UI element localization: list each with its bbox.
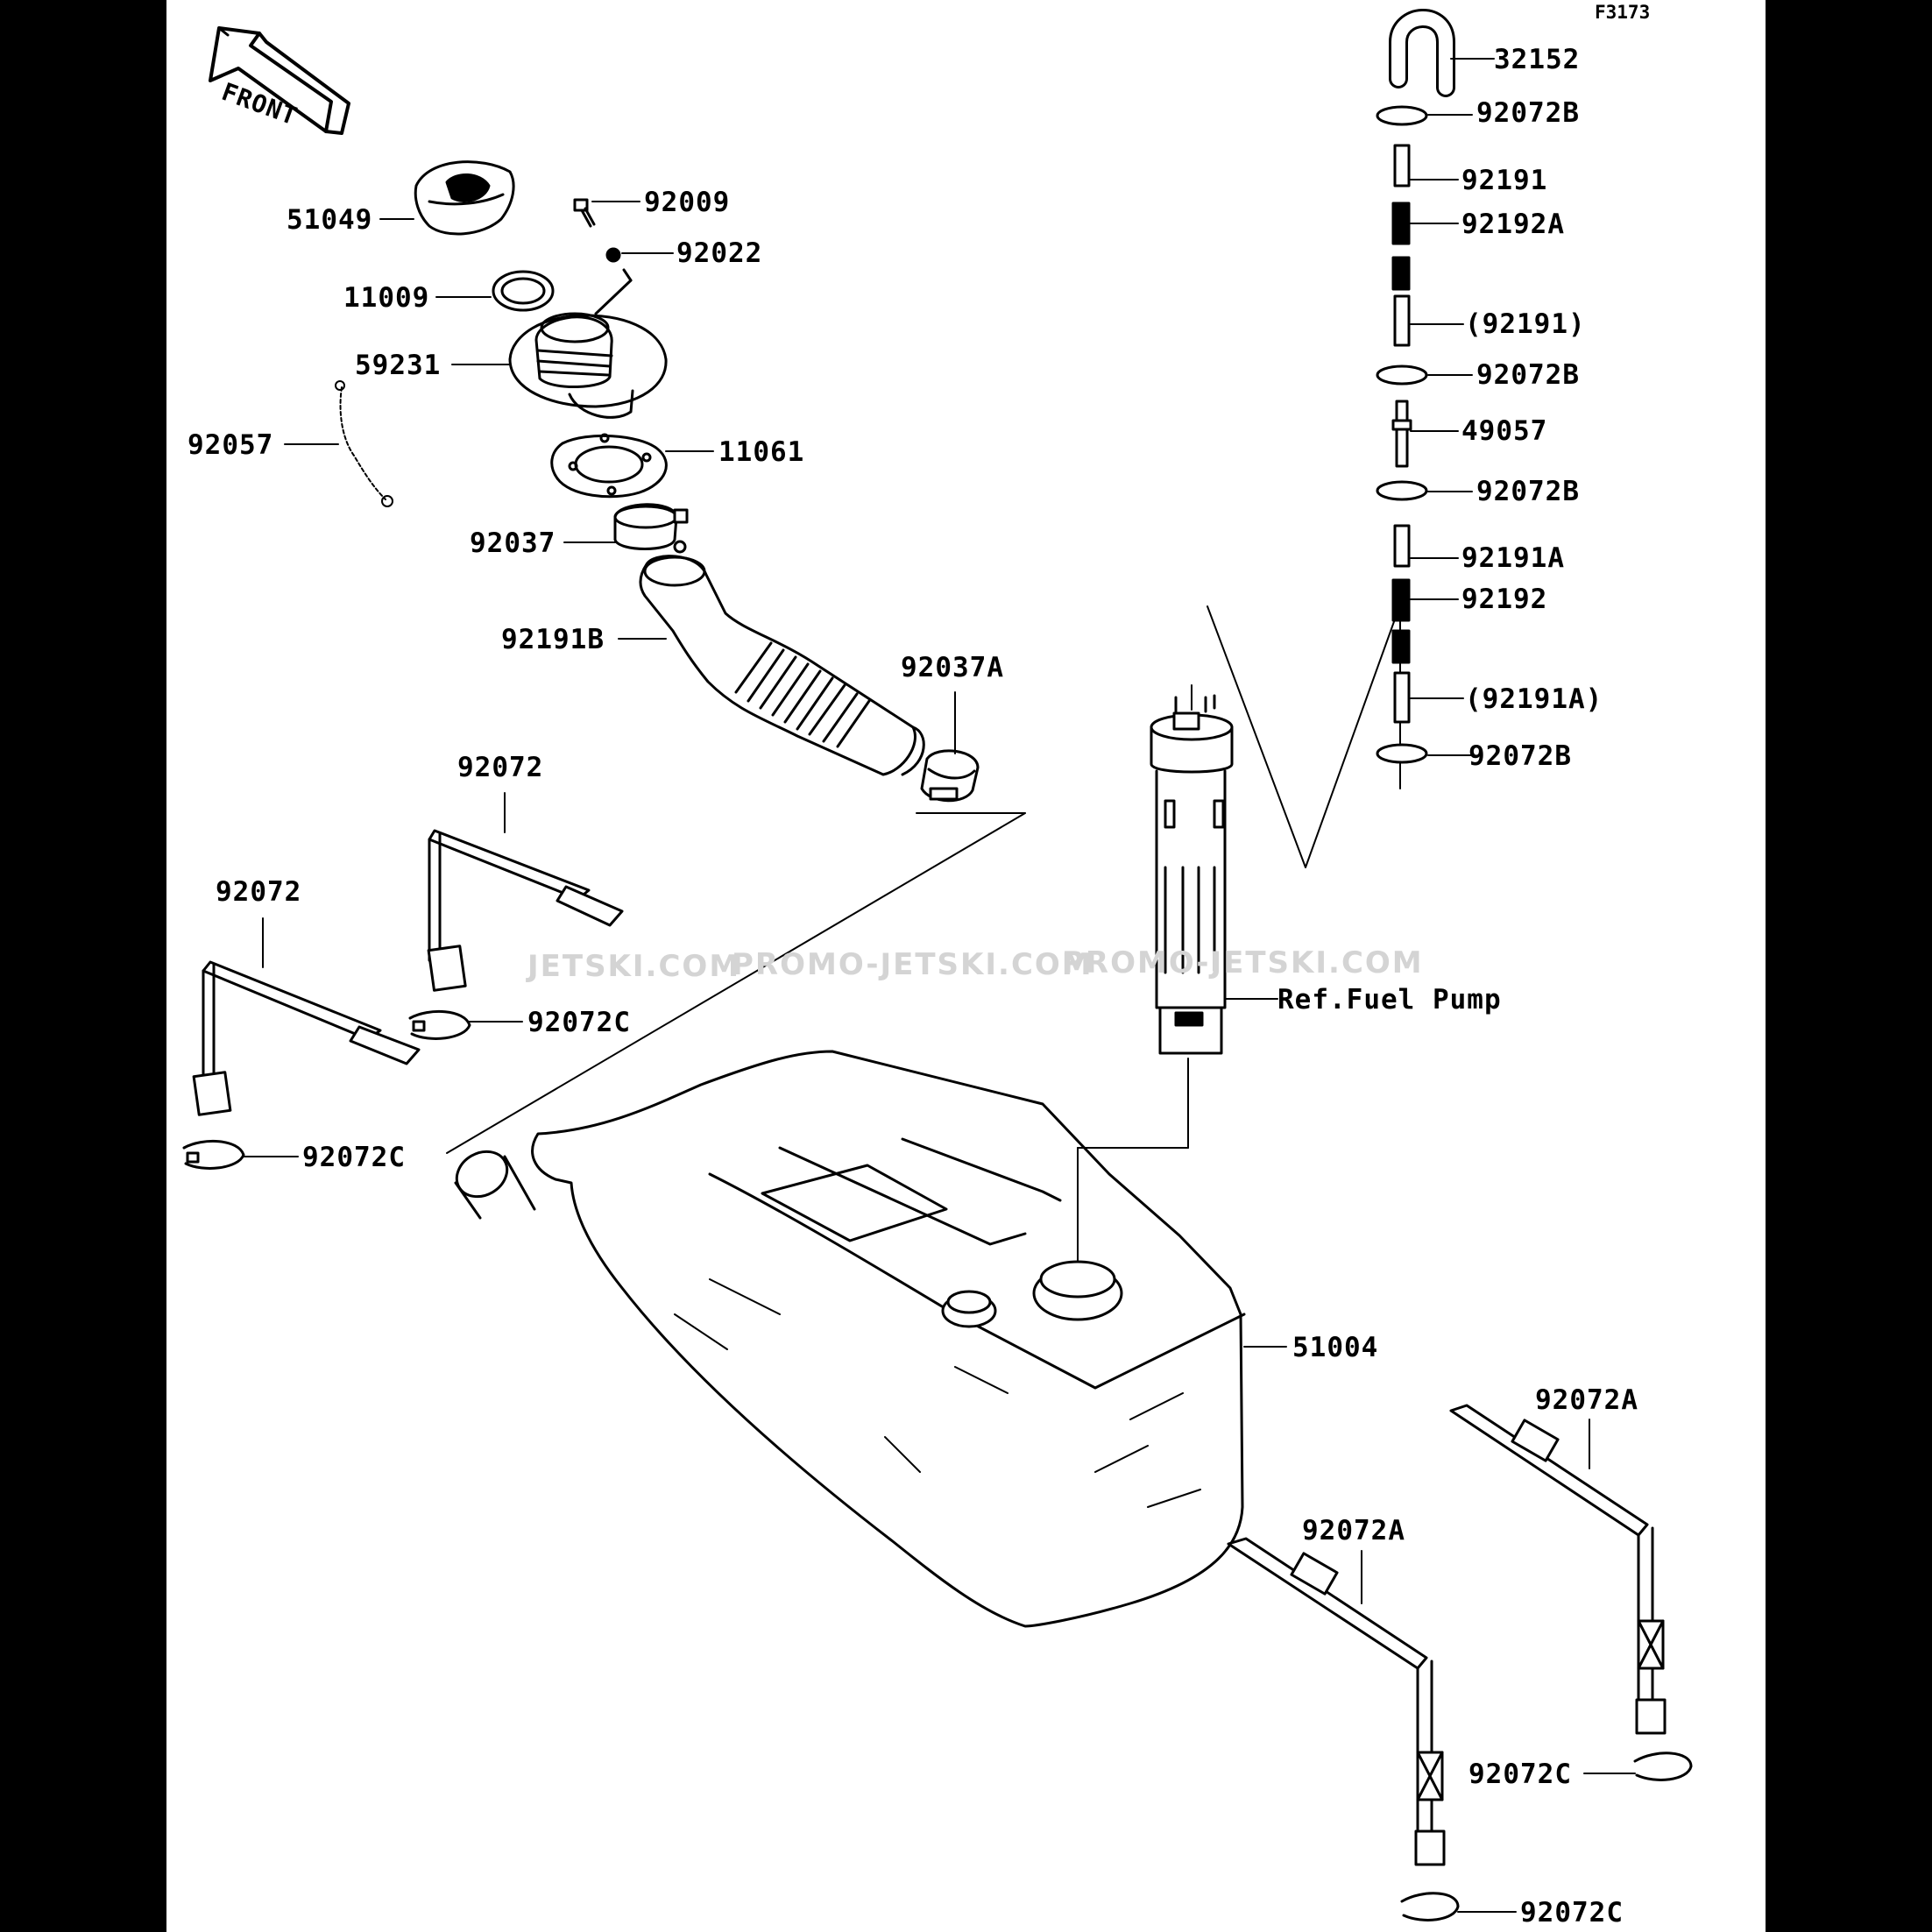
front-arrow-icon xyxy=(209,26,350,135)
watermark-2: PROMO-JETSKI.COM xyxy=(732,947,1093,982)
part-label-92009: 92009 xyxy=(644,187,731,218)
filler-neck-59231 xyxy=(508,268,668,419)
tube-stack xyxy=(1391,144,1412,724)
part-label-92192: 92192 xyxy=(1461,584,1548,615)
part-label-92072B: 92072B xyxy=(1476,476,1580,507)
part-label-32152: 32152 xyxy=(1494,44,1581,75)
leader-lines xyxy=(243,58,1636,1913)
watermark-3: PROMO-JETSKI.COM xyxy=(1062,945,1424,980)
part-label-92191A-ref: (92191A) xyxy=(1465,683,1603,715)
part-label-51004: 51004 xyxy=(1292,1332,1379,1363)
part-label-92072C: 92072C xyxy=(1468,1759,1572,1790)
part-label-51049: 51049 xyxy=(287,204,373,236)
part-label-92191A: 92191A xyxy=(1461,542,1565,574)
hose-clamp-92037 xyxy=(613,503,689,554)
part-label-92072-lower: 92072 xyxy=(216,876,302,908)
part-label-92037: 92037 xyxy=(470,527,556,559)
part-label-92072C: 92072C xyxy=(527,1007,631,1038)
screw-92009 xyxy=(573,198,596,228)
tether-cord-92057 xyxy=(335,380,393,507)
figure-id: F3173 xyxy=(1595,2,1651,23)
part-label-92191-ref: (92191) xyxy=(1465,308,1586,340)
part-label-92072B: 92072B xyxy=(1468,740,1572,772)
tank-band-92072-upper xyxy=(427,829,624,992)
part-label-92192A: 92192A xyxy=(1461,209,1565,240)
parts-diagram-sheet: F3173 FRONT JETSKI.COM PROMO-JETSKI.COM … xyxy=(166,0,1766,1932)
exploded-view-drawing xyxy=(182,9,1693,1921)
fuel-tank-51004 xyxy=(454,1050,1246,1628)
part-label-92191B: 92191B xyxy=(501,624,605,655)
fuel-pump-assembly xyxy=(1150,684,1234,1055)
clip-stack xyxy=(1376,105,1428,764)
gasket-ring-11009 xyxy=(492,270,555,312)
part-label-59231: 59231 xyxy=(355,350,442,381)
part-label-92072A-lower: 92072A xyxy=(1302,1515,1405,1546)
part-label-92072B: 92072B xyxy=(1476,97,1580,129)
washer-92022 xyxy=(605,247,621,263)
mounting-plate-11061 xyxy=(550,433,668,499)
part-label-92072-upper: 92072 xyxy=(457,752,544,783)
part-label-92057: 92057 xyxy=(188,429,274,461)
filler-cap-51049 xyxy=(414,160,515,236)
clip-92072C-d xyxy=(1400,1892,1460,1921)
tank-band-92072A-lower xyxy=(1227,1537,1446,1866)
part-label-92072C: 92072C xyxy=(302,1142,406,1173)
tank-band-92072A-upper xyxy=(1449,1404,1667,1735)
part-label-92022: 92022 xyxy=(676,237,763,269)
hose-bend-32152 xyxy=(1389,9,1455,97)
part-label-92072C: 92072C xyxy=(1520,1897,1624,1928)
filler-hose-92191B xyxy=(639,555,925,776)
clip-92072C-c xyxy=(1633,1752,1693,1781)
part-label-92037A: 92037A xyxy=(901,652,1004,683)
part-label-92191: 92191 xyxy=(1461,165,1548,196)
clip-92072C-b xyxy=(182,1139,245,1170)
part-label-92072B: 92072B xyxy=(1476,359,1580,391)
tank-band-92072-lower xyxy=(192,960,421,1116)
reference-fuel-pump-label: Ref.Fuel Pump xyxy=(1277,984,1502,1016)
clip-92072C-a xyxy=(408,1009,471,1040)
watermark-1: JETSKI.COM xyxy=(527,949,741,984)
part-label-49057: 49057 xyxy=(1461,415,1548,447)
hose-clamp-92037A xyxy=(920,749,980,803)
part-label-11009: 11009 xyxy=(343,282,430,314)
part-label-11061: 11061 xyxy=(718,436,805,468)
part-label-92072A-upper: 92072A xyxy=(1535,1384,1638,1416)
